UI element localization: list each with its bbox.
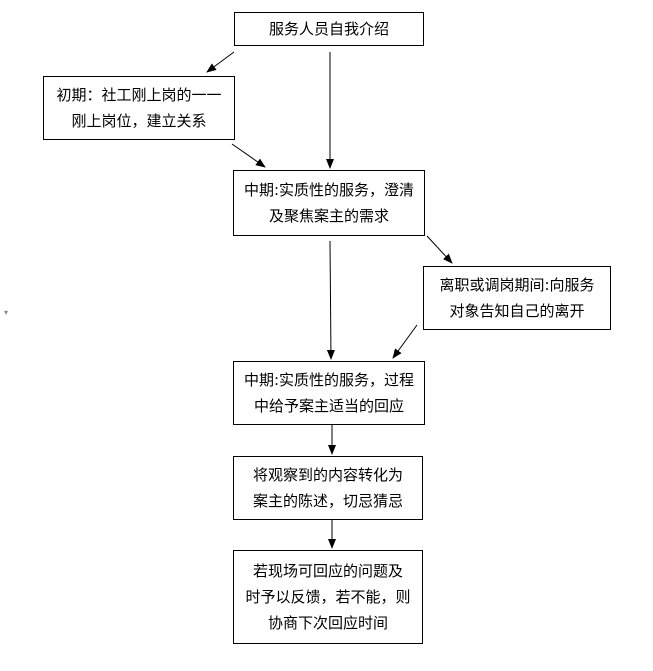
- node-intro-label: 服务人员自我介绍: [268, 20, 389, 38]
- node-leave: 离职或调岗期间:向服务 对象告知自己的离开: [423, 266, 611, 330]
- node-early: 初期：社工刚上岗的一一 刚上岗位，建立关系: [43, 76, 235, 140]
- margin-mark: ▾: [4, 308, 9, 317]
- node-middle2: 中期:实质性的服务，过程 中给予案主适当的回应: [233, 361, 425, 425]
- node-observe-label: 将观察到的内容转化为 案主的陈述，切忌猜忌: [252, 466, 403, 510]
- node-observe: 将观察到的内容转化为 案主的陈述，切忌猜忌: [233, 456, 423, 520]
- node-middle1: 中期:实质性的服务，澄清 及聚焦案主的需求: [233, 170, 425, 236]
- arrow-leave-to-middle2: [392, 324, 418, 359]
- node-intro: 服务人员自我介绍: [234, 12, 424, 46]
- arrow-early-to-middle1: [231, 143, 266, 168]
- node-respond-label: 若现场可回应的问题及 时予以反馈，若不能，则 协商下次回应时间: [245, 562, 411, 632]
- node-early-label: 初期：社工刚上岗的一一 刚上岗位，建立关系: [56, 86, 222, 130]
- node-respond: 若现场可回应的问题及 时予以反馈，若不能，则 协商下次回应时间: [233, 550, 423, 644]
- arrow-intro-to-early: [206, 51, 235, 73]
- node-middle1-label: 中期:实质性的服务，澄清 及聚焦案主的需求: [243, 181, 415, 225]
- arrow-middle1-to-leave: [426, 235, 453, 264]
- arrow-middle1-to-middle2: [326, 240, 335, 360]
- node-middle2-label: 中期:实质性的服务，过程 中给予案主适当的回应: [243, 371, 415, 415]
- node-leave-label: 离职或调岗期间:向服务 对象告知自己的离开: [439, 276, 595, 320]
